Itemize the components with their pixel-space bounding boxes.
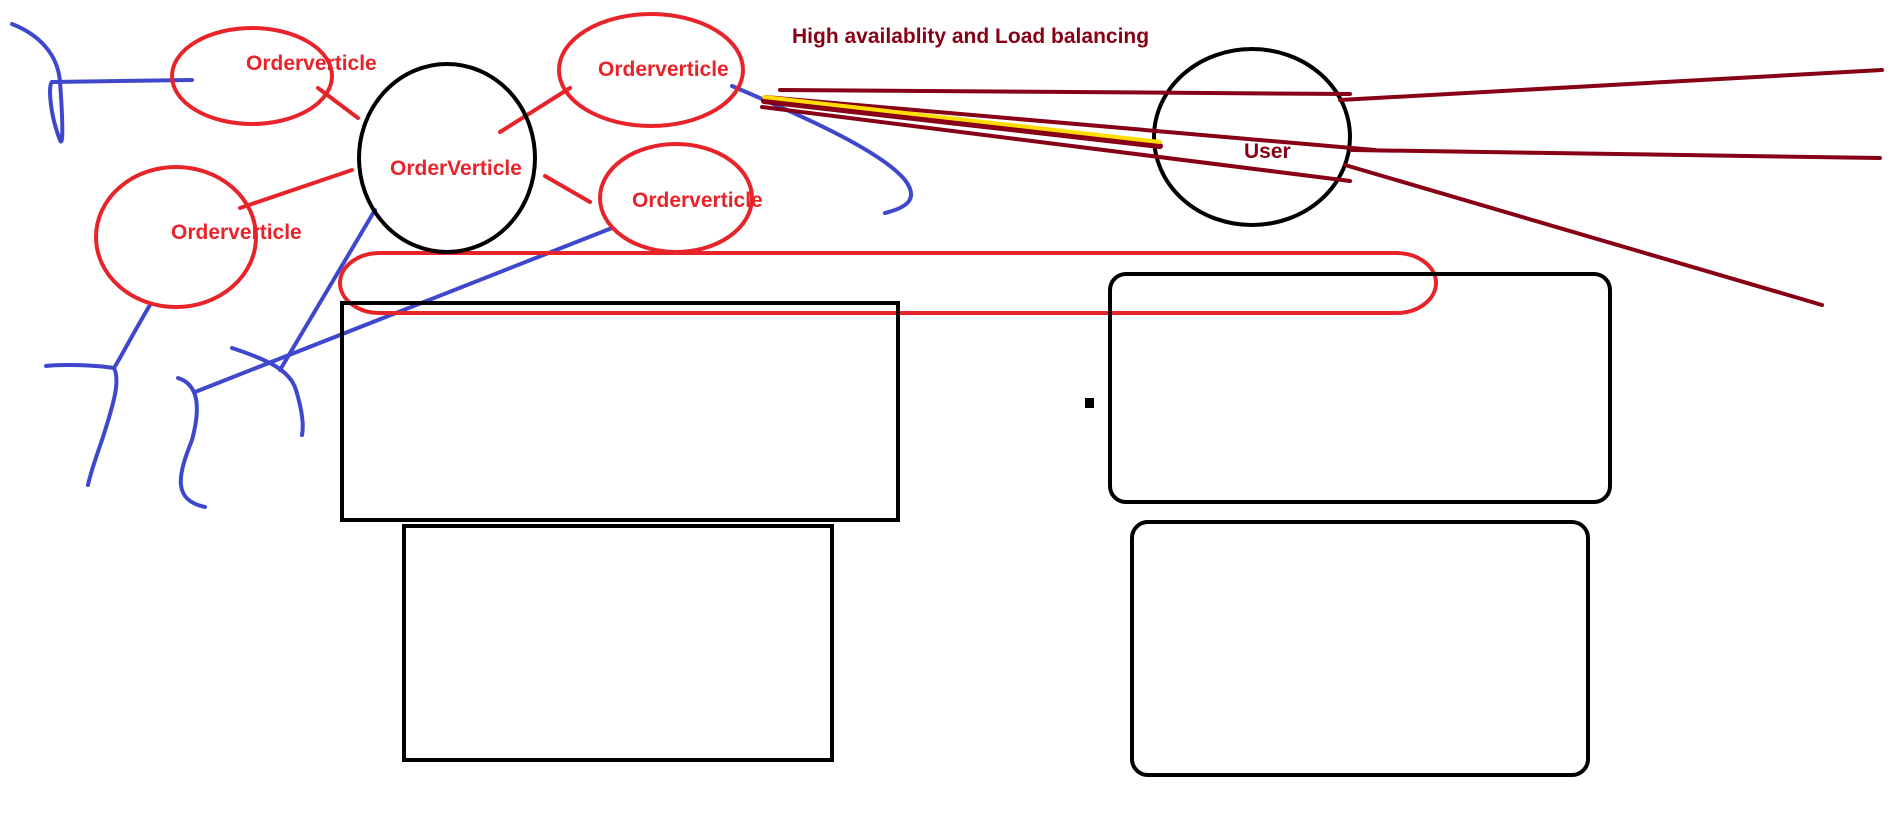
node-label-top-right: Orderverticle	[598, 58, 729, 81]
user-line-right-mid	[1350, 148, 1882, 160]
node-ellipse-top-left	[170, 26, 334, 126]
red-connectors	[238, 86, 592, 210]
user-line-right-bottom	[1343, 163, 1824, 307]
load-balancer-ellipse	[338, 251, 1438, 315]
blue-stroke-center-down	[230, 208, 377, 437]
node-ellipse-left	[94, 165, 258, 309]
diagram-title: High availablity and Load balancing	[792, 25, 1149, 48]
user-circle	[1152, 47, 1352, 227]
dot-mark	[1085, 398, 1094, 408]
connector-center-right	[543, 174, 592, 204]
blue-stroke-top-left	[10, 22, 194, 144]
box-right-bottom	[1130, 520, 1590, 777]
user-line-1	[778, 88, 1352, 96]
node-ellipse-top-right	[557, 12, 745, 128]
node-label-center: OrderVerticle	[390, 157, 522, 180]
box-left-top	[340, 301, 900, 522]
yellow-highlight	[761, 95, 1163, 149]
center-node-circle	[357, 62, 537, 254]
box-left-bottom	[402, 524, 834, 762]
node-label-right: Orderverticle	[632, 189, 763, 212]
highlight-line-dark	[761, 98, 1163, 149]
blue-stroke-long-diagonal	[176, 226, 614, 509]
highlight-line-yellow	[762, 95, 1162, 144]
black-shapes	[340, 47, 1612, 777]
user-line-3	[760, 105, 1352, 183]
user-label: User	[1244, 140, 1291, 163]
red-ellipses	[94, 12, 1438, 315]
node-label-left: Orderverticle	[171, 221, 302, 244]
box-right-top	[1108, 272, 1612, 504]
blue-stroke-left-tail	[44, 303, 152, 487]
node-label-top-left: Orderverticle	[246, 52, 377, 75]
blue-stroke-right-curl	[730, 84, 914, 215]
dark-red-lines	[760, 68, 1884, 307]
user-line-right-top	[1338, 68, 1884, 102]
user-line-2	[763, 95, 1377, 152]
connector-center-top-left	[316, 86, 360, 120]
blue-strokes	[10, 22, 914, 509]
connector-center-left	[238, 168, 354, 210]
text-labels: High availablity and Load balancing Orde…	[171, 25, 1291, 244]
connector-center-top-right	[498, 86, 572, 134]
